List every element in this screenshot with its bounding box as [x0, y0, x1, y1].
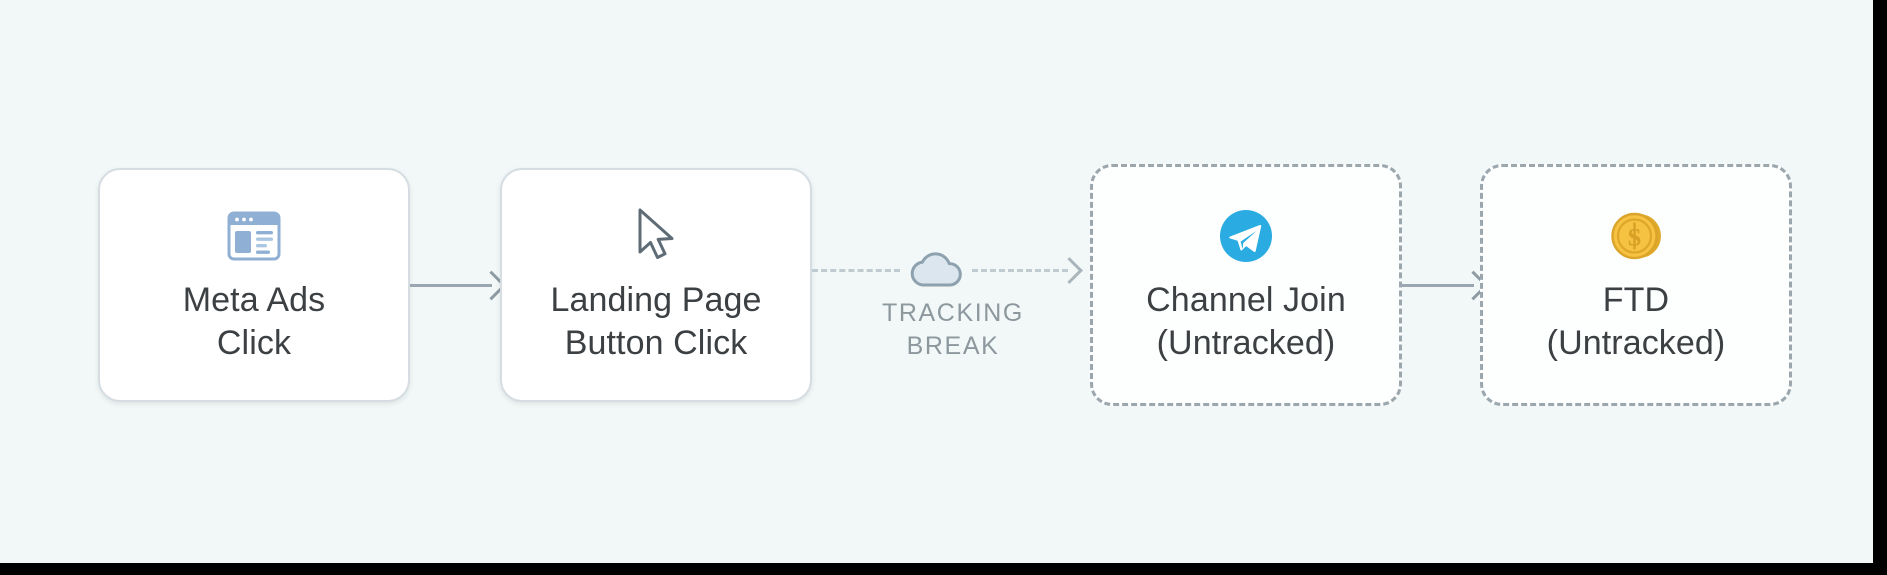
node-label: Meta Ads Click	[182, 281, 326, 362]
browser-window-ad-icon	[226, 205, 282, 267]
gold-coin-dollar-icon: S	[1608, 205, 1664, 267]
diagram-surface: Meta Ads Click Landing Page Button Click	[0, 0, 1873, 563]
connector-line	[410, 283, 492, 287]
node-label: Landing Page Button Click	[550, 281, 762, 362]
funnel-flow: Meta Ads Click Landing Page Button Click	[98, 164, 1792, 406]
tracking-break-dashed-path	[812, 252, 1094, 287]
tracking-break-marker: TRACKING BREAK	[812, 225, 1094, 370]
node-channel-join-untracked[interactable]: Channel Join (Untracked)	[1090, 164, 1402, 406]
dashed-line-left	[812, 268, 900, 272]
arrow-head-icon	[1056, 256, 1083, 284]
cloud-icon	[906, 248, 966, 292]
connector-channel-to-ftd	[1400, 268, 1489, 302]
node-landing-page-button-click[interactable]: Landing Page Button Click	[500, 168, 812, 402]
node-label: FTD (Untracked)	[1546, 281, 1726, 362]
node-ftd-untracked[interactable]: S FTD (Untracked)	[1480, 164, 1792, 406]
tracking-break-label: TRACKING BREAK	[882, 299, 1024, 360]
dashed-line-right	[972, 268, 1068, 272]
node-label: Channel Join (Untracked)	[1146, 281, 1346, 362]
connector-meta-to-landing	[410, 268, 507, 302]
node-meta-ads-click[interactable]: Meta Ads Click	[98, 168, 410, 402]
mouse-cursor-icon	[634, 205, 678, 267]
telegram-icon	[1218, 205, 1274, 267]
connector-line	[1400, 283, 1474, 287]
